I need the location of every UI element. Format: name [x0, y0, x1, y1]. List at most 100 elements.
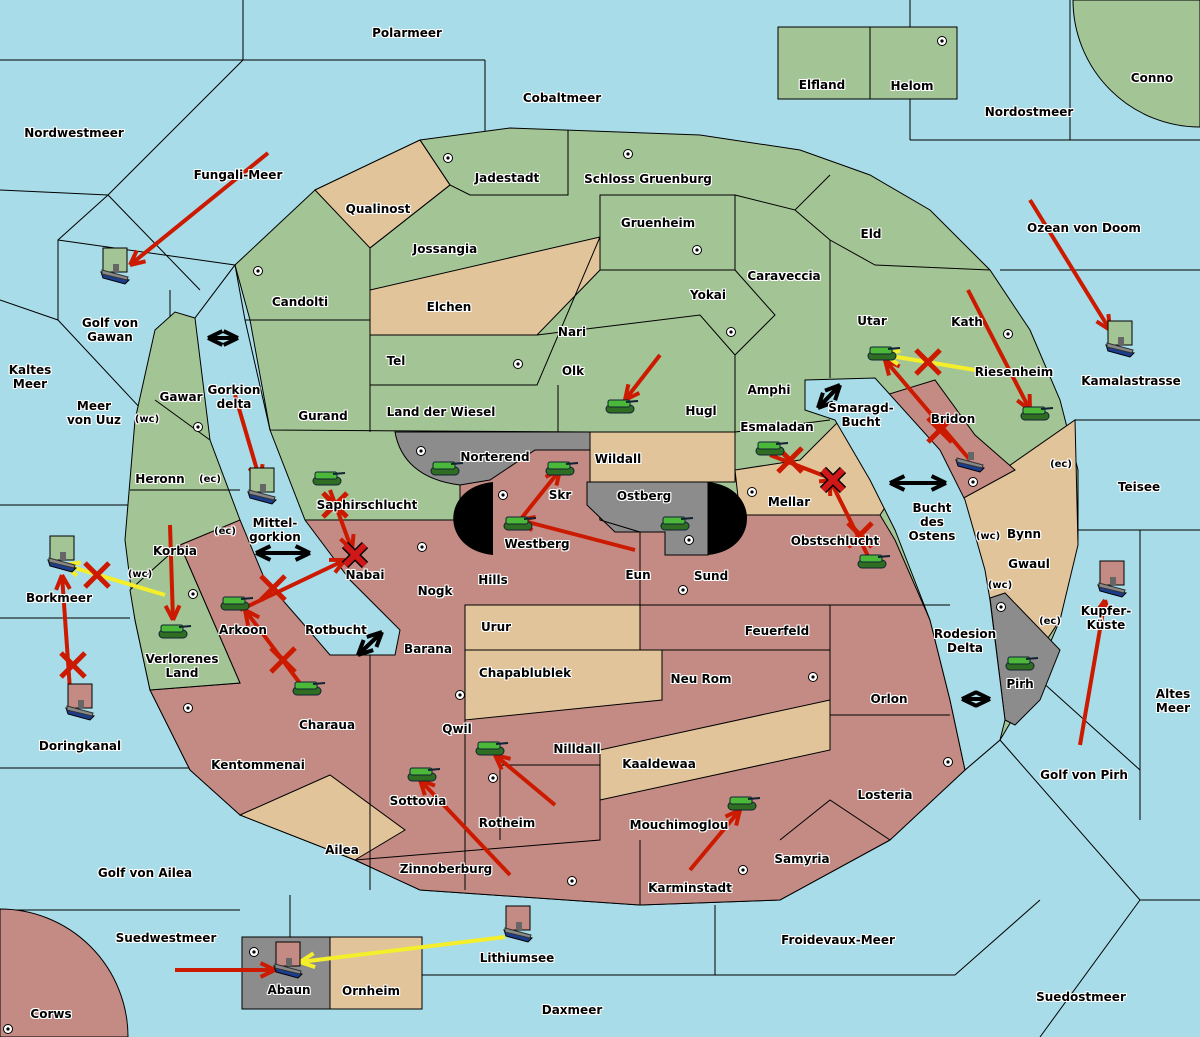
territory-label[interactable]: Doringkanal	[38, 739, 122, 753]
territory-label[interactable]: Esmaladan	[740, 420, 814, 434]
territory-label[interactable]: Riesenheim	[974, 365, 1054, 379]
territory-label[interactable]: Gwaul	[1008, 557, 1050, 571]
territory-label[interactable]: Gawar	[159, 390, 203, 404]
territory-label[interactable]: Kath	[951, 315, 983, 329]
territory-label[interactable]: Elchen	[426, 300, 472, 314]
territory-label[interactable]: Suedostmeer	[1036, 990, 1126, 1004]
territory-label[interactable]: Kaaldewaa	[622, 757, 696, 771]
territory-label[interactable]: Kaltes Meer	[8, 363, 52, 391]
territory-label[interactable]: Fungali-Meer	[193, 168, 283, 182]
territory-label[interactable]: Arkoon	[219, 623, 267, 637]
territory-label[interactable]: Nari	[557, 325, 587, 339]
territory-label[interactable]: Candolti	[271, 295, 329, 309]
territory-label[interactable]: Conno	[1130, 71, 1174, 85]
territory-label[interactable]: Eld	[860, 227, 882, 241]
move-order-arrow-head	[493, 754, 504, 771]
territory-label[interactable]: Cobaltmeer	[522, 91, 602, 105]
territory-label[interactable]: Kupfer- Küste	[1080, 604, 1132, 632]
territory-label[interactable]: Rodesion Delta	[933, 627, 997, 655]
territory-label[interactable]: Saphirschlucht	[316, 498, 418, 512]
territory-label[interactable]: Samyria	[774, 852, 830, 866]
territory-label[interactable]: Nabai	[345, 568, 385, 582]
territory-label[interactable]: Helom	[890, 79, 934, 93]
territory-label[interactable]: Bucht des Ostens	[908, 501, 956, 543]
supply-center-dot-icon	[626, 152, 630, 156]
territory-label[interactable]: Feuerfeld	[744, 624, 810, 638]
territory-label[interactable]: Mellar	[767, 495, 811, 509]
territory-label[interactable]: Polarmeer	[372, 26, 442, 40]
territory-label[interactable]: Ailea	[325, 843, 359, 857]
move-order-arrow-head	[1103, 599, 1112, 616]
territory-label[interactable]: Qwil	[442, 722, 472, 736]
territory-label[interactable]: Zinnoberburg	[399, 862, 493, 876]
territory-label[interactable]: Smaragd- Bucht	[828, 401, 894, 429]
territory-label[interactable]: Amphi	[747, 383, 791, 397]
territory-label[interactable]: Charaua	[298, 718, 356, 732]
territory-label[interactable]: Golf von Ailea	[97, 866, 193, 880]
territory-label[interactable]: Jossangia	[412, 242, 478, 256]
territory-label[interactable]: Losteria	[857, 788, 913, 802]
territory-label[interactable]: Gurand	[298, 409, 348, 423]
territory-label[interactable]: Gruenheim	[620, 216, 696, 230]
territory-label[interactable]: Suedwestmeer	[115, 931, 217, 945]
territory-label[interactable]: Heronn	[135, 472, 185, 486]
territory-label[interactable]: Gorkion delta	[207, 383, 261, 411]
territory-label[interactable]: Yokai	[689, 288, 727, 302]
territory-label[interactable]: Mittel- gorkion	[249, 516, 301, 544]
territory-label[interactable]: Daxmeer	[541, 1003, 603, 1017]
territory-label[interactable]: Westberg	[504, 537, 570, 551]
territory-label[interactable]: Abaun	[267, 983, 311, 997]
territory-label[interactable]: Orlon	[870, 692, 908, 706]
territory-label[interactable]: Skr	[548, 488, 572, 502]
territory-label[interactable]: Tel	[386, 354, 406, 368]
territory-label[interactable]: Sottovia	[389, 794, 447, 808]
territory-label[interactable]: Schloss Gruenburg	[584, 172, 712, 186]
territory-label[interactable]: Teisee	[1117, 480, 1161, 494]
territory-label[interactable]: Sund	[693, 569, 729, 583]
territory-label[interactable]: Elfland	[798, 78, 846, 92]
territory-label[interactable]: Olk	[561, 364, 585, 378]
territory-label[interactable]: Corws	[30, 1007, 72, 1021]
territory-label[interactable]: Caraveccia	[747, 269, 821, 283]
territory-label[interactable]: Urur	[480, 620, 512, 634]
territory-label[interactable]: Rotheim	[478, 816, 536, 830]
territory-label[interactable]: Rotbucht	[305, 623, 367, 637]
territory-label[interactable]: Korbia	[152, 544, 198, 558]
territory-label[interactable]: Bridon	[930, 412, 976, 426]
territory-label[interactable]: Nilldall	[553, 742, 601, 756]
territory-label[interactable]: Chapablublek	[478, 666, 572, 680]
territory-label[interactable]: Borkmeer	[26, 591, 92, 605]
territory-label[interactable]: Kamalastrasse	[1081, 374, 1181, 388]
territory-label[interactable]: Jadestadt	[474, 171, 540, 185]
territory-label[interactable]: Utar	[857, 314, 887, 328]
territory-label[interactable]: Norterend	[460, 450, 530, 464]
territory-label[interactable]: Nordwestmeer	[24, 126, 124, 140]
territory-label[interactable]: Ornheim	[342, 984, 400, 998]
territory-label[interactable]: Karminstadt	[648, 881, 732, 895]
territory-label[interactable]: Wildall	[594, 452, 642, 466]
territory-label[interactable]: Lithiumsee	[479, 951, 555, 965]
territory-label[interactable]: Hills	[478, 573, 508, 587]
territory-label[interactable]: Ostberg	[616, 489, 672, 503]
territory-label[interactable]: Golf von Pirh	[1040, 768, 1128, 782]
territory-label[interactable]: Obstschlucht	[790, 534, 880, 548]
territory-label[interactable]: Qualinost	[345, 202, 411, 216]
territory-label[interactable]: Land der Wiesel	[386, 405, 496, 419]
ship-tower	[1110, 577, 1116, 585]
territory-label[interactable]: Froidevaux-Meer	[781, 933, 895, 947]
territory-label[interactable]: Nogk	[417, 584, 453, 598]
territory-label[interactable]: Mouchimoglou	[629, 818, 729, 832]
territory-label[interactable]: Verlorenes Land	[145, 652, 219, 680]
territory-label[interactable]: Hugl	[685, 404, 717, 418]
territory-label[interactable]: Ozean von Doom	[1027, 221, 1141, 235]
territory-label[interactable]: Barana	[404, 642, 452, 656]
territory-label[interactable]: Kentommenai	[211, 758, 305, 772]
territory-label[interactable]: Nordostmeer	[984, 105, 1074, 119]
territory-label[interactable]: Pirh	[1006, 677, 1034, 691]
territory-label[interactable]: Meer von Uuz	[66, 399, 122, 427]
territory-label[interactable]: Altes Meer	[1155, 687, 1191, 715]
territory-label[interactable]: Eun	[625, 568, 651, 582]
territory-label[interactable]: Golf von Gawan	[81, 316, 139, 344]
territory-label[interactable]: Neu Rom	[670, 672, 732, 686]
territory-label[interactable]: Bynn	[1006, 527, 1042, 541]
